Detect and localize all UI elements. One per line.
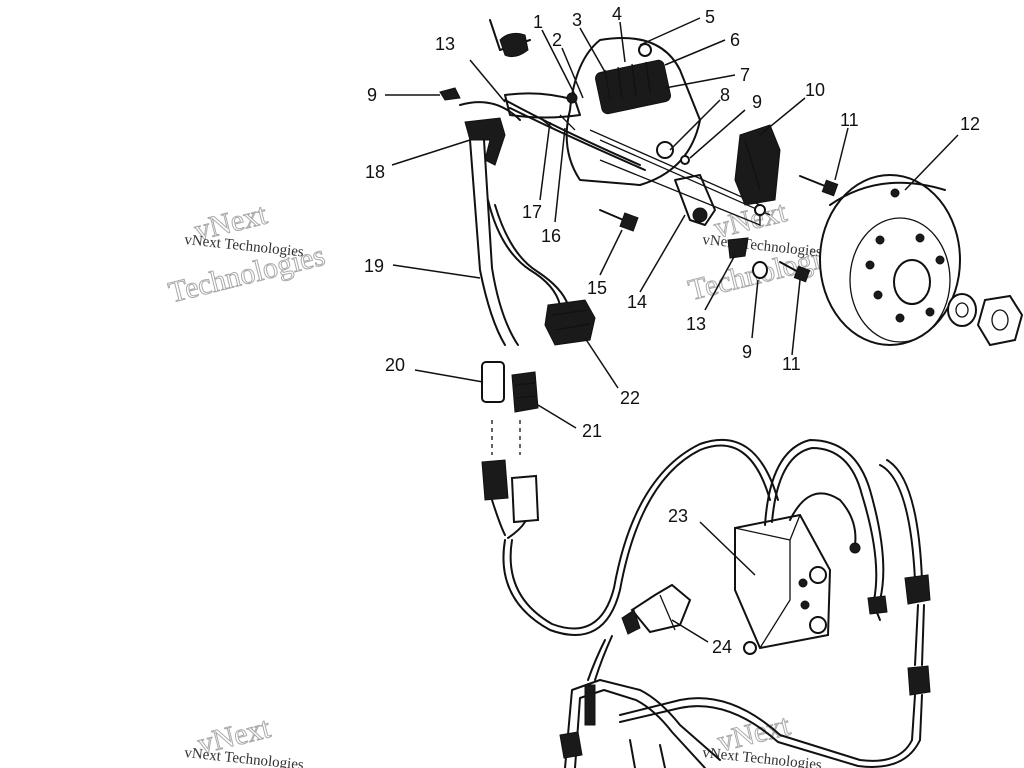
- watermark-left-text: vNext Technologies: [184, 232, 305, 260]
- lower-connectors: [481, 420, 540, 539]
- callout-2: 2: [552, 30, 562, 50]
- bottom-harness: [559, 641, 757, 768]
- callout-9a: 9: [752, 92, 762, 112]
- washer-9-lower: [752, 261, 768, 279]
- bolt-15: [599, 209, 639, 232]
- callout-4: 4: [612, 4, 622, 24]
- connector-21: [511, 371, 539, 413]
- callout-22: 22: [620, 388, 640, 408]
- callout-5: 5: [705, 7, 715, 27]
- grommet-area: [504, 92, 690, 165]
- callout-24: 24: [712, 637, 732, 657]
- bolt-11-bottom: [779, 261, 811, 283]
- bolt-11-top: [799, 175, 839, 197]
- callout-12: 12: [960, 114, 980, 134]
- callout-7: 7: [740, 65, 750, 85]
- callout-6: 6: [730, 30, 740, 50]
- loop-wire: [502, 439, 779, 636]
- coil-bracket: [674, 174, 716, 226]
- wire-clamp: [459, 101, 521, 166]
- washer: [947, 293, 977, 327]
- callout-labels: 1 2 3 4 5 6 7 8 9 10 11 12 13 9 18 17 16…: [364, 4, 980, 657]
- callout-9c: 9: [742, 342, 752, 362]
- callout-13b: 13: [686, 314, 706, 334]
- flywheel: [819, 174, 961, 346]
- connector-20: [481, 361, 505, 403]
- callout-19: 19: [364, 256, 384, 276]
- callout-18: 18: [365, 162, 385, 182]
- cdi-box: [734, 513, 832, 650]
- stator-coils: [595, 43, 671, 115]
- harness-wires: [469, 99, 646, 346]
- cdi-wires: [619, 439, 931, 768]
- callout-10: 10: [805, 80, 825, 100]
- spark-plug-cap: [587, 583, 692, 681]
- flywheel-nut: [976, 294, 1024, 347]
- callout-21: 21: [582, 421, 602, 441]
- callout-23: 23: [668, 506, 688, 526]
- callout-9b: 9: [367, 85, 377, 105]
- pulser-coil: [734, 124, 781, 216]
- terminal-13-lower: [727, 237, 749, 259]
- callout-15: 15: [587, 278, 607, 298]
- callout-8: 8: [720, 85, 730, 105]
- callout-3: 3: [572, 10, 582, 30]
- callout-17: 17: [522, 202, 542, 222]
- callout-16: 16: [541, 226, 561, 246]
- connector-22: [544, 299, 596, 346]
- callout-11b: 11: [782, 354, 801, 374]
- wire-terminal-9: [439, 87, 461, 101]
- callout-1: 1: [533, 12, 543, 32]
- callout-11a: 11: [840, 110, 859, 130]
- harness-plug-top: [489, 19, 531, 58]
- leader-lines: [385, 17, 959, 643]
- callout-20: 20: [385, 355, 405, 375]
- callout-13a: 13: [435, 34, 455, 54]
- callout-14: 14: [627, 292, 647, 312]
